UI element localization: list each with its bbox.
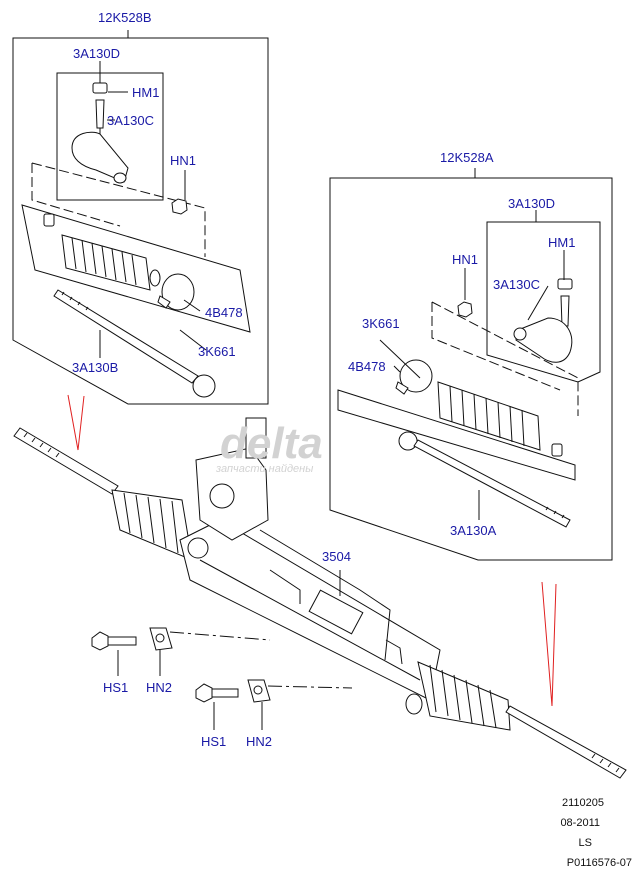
callout-3A130C-right: 3A130C — [493, 277, 540, 292]
clamp-4B478-left — [157, 273, 195, 311]
reference-block: 2110205 08-2011 LS P0116576-07 — [560, 797, 632, 869]
boot-3K661-right — [437, 381, 563, 457]
callout-HN2-top: HN2 — [146, 680, 172, 695]
nut-HN2-bottom — [247, 679, 271, 703]
boot-3K661-left — [43, 213, 161, 291]
callout-4B478-right: 4B478 — [348, 359, 386, 374]
callout-3A130D-right: 3A130D — [508, 196, 555, 211]
callout-3504: 3504 — [322, 549, 351, 564]
red-arrow-marker-left — [67, 394, 85, 451]
callout-HN1-left: HN1 — [170, 153, 196, 168]
callout-4B478-left: 4B478 — [205, 305, 243, 320]
bolt-HS1-top — [91, 631, 137, 651]
callout-12K528A: 12K528A — [440, 150, 494, 165]
nut-HN1-right — [457, 301, 473, 318]
clamp-4B478-right — [395, 359, 433, 395]
callout-HM1-right: HM1 — [548, 235, 575, 250]
tie-rod-end-3A130C-right — [513, 278, 573, 363]
watermark-tagline: запчасти найдены — [215, 463, 313, 475]
callout-HS1-bottom: HS1 — [201, 734, 226, 749]
nut-HN2-top — [149, 627, 173, 651]
callout-HM1-left: HM1 — [132, 85, 159, 100]
watermark-logo: delta — [220, 419, 323, 468]
ref-line-1: 2110205 — [562, 797, 604, 809]
inner-tie-rod-3A130B — [53, 289, 216, 398]
callout-3A130B: 3A130B — [72, 360, 118, 375]
callout-3A130A: 3A130A — [450, 523, 497, 538]
tie-rod-end-3A130C-left — [71, 82, 129, 184]
callout-3A130C-left: 3A130C — [107, 113, 154, 128]
callout-3A130D-left: 3A130D — [73, 46, 120, 61]
callout-HN1-right: HN1 — [452, 252, 478, 267]
callout-3K661-left: 3K661 — [198, 344, 236, 359]
red-arrow-marker-right — [541, 581, 557, 707]
inner-tie-rod-3A130A — [398, 431, 571, 528]
watermark: delta запчасти найдены — [215, 419, 323, 475]
ref-line-3: LS — [579, 837, 592, 849]
callout-HN2-bottom: HN2 — [246, 734, 272, 749]
callout-HS1-top: HS1 — [103, 680, 128, 695]
assembly-box-12K528B — [12, 30, 269, 405]
callout-3K661-right: 3K661 — [362, 316, 400, 331]
ref-line-2: 08-2011 — [560, 817, 600, 829]
callout-12K528B: 12K528B — [98, 10, 152, 25]
steering-rack-3504 — [13, 417, 627, 779]
nut-HN1-left — [171, 198, 188, 215]
bolt-HS1-bottom — [195, 683, 239, 703]
ref-line-4: P0116576-07 — [567, 857, 632, 869]
